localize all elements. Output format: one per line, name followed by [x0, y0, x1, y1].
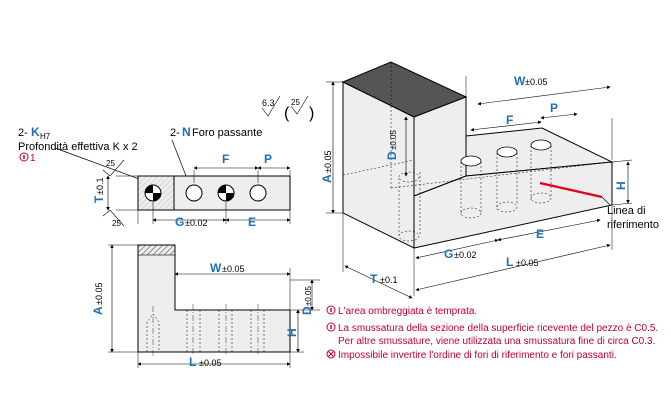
iso-dim-A-tolerance: ±0.05	[323, 151, 333, 173]
front-dim-H-label: H	[285, 328, 299, 337]
iso-dim-P-label: P	[550, 101, 558, 115]
dim-G-tolerance: ±0.02	[185, 218, 207, 228]
notes-list: L'area ombreggiata è temprata. La smussa…	[326, 305, 658, 361]
iso-dim-W-tolerance: ±0.05	[525, 77, 547, 87]
info-badge-icon	[19, 152, 29, 162]
iso-dim-H-label: H	[614, 181, 628, 190]
hole-tolerance: H7	[40, 132, 51, 141]
note-item: Per altre smussature, viene utilizzata u…	[338, 336, 655, 347]
dim-F-label: F	[222, 152, 229, 166]
iso-dim-F-label: F	[506, 113, 513, 127]
roughness-top-icon	[102, 159, 125, 177]
front-dim-L-tolerance: ±0.05	[199, 358, 221, 368]
iso-dim-L-tolerance: ±0.05	[516, 258, 538, 268]
finish-secondary: 25	[291, 98, 300, 107]
note-item: La smussatura della sezione della superf…	[338, 323, 658, 334]
quadrant-center-icon	[217, 184, 235, 202]
iso-dim-E-label: E	[536, 227, 544, 241]
front-dim-W-label: W	[210, 261, 222, 275]
iso-dim-G-label: G	[444, 247, 453, 261]
through-hole-1	[185, 184, 203, 202]
iso-dim-D-tolerance: ±0.05	[389, 129, 398, 150]
hole-count-prefix: 2-	[18, 127, 28, 139]
iso-dim-T-label: T	[370, 272, 378, 286]
roughness-top-value: 25	[106, 159, 115, 168]
quadrant-center-icon	[144, 184, 162, 202]
finish-close-paren: )	[309, 105, 314, 122]
iso-dim-A-label: A	[320, 174, 334, 183]
hole-note-number: 1	[30, 153, 36, 164]
roughness-bottom-value: 25	[112, 219, 121, 228]
front-view: A ±0.05 W ±0.05 D ±0.05 H L ±0.05	[91, 244, 320, 369]
surface-finish-symbol: 6.3 ( 25 )	[261, 95, 314, 122]
front-dim-W-tolerance: ±0.05	[222, 264, 244, 274]
info-badge-icon	[326, 322, 336, 332]
finish-open-paren: (	[284, 105, 290, 122]
dim-T-tolerance: ±0.1	[95, 178, 105, 195]
circle-x-icon	[326, 349, 336, 359]
note-item: L'area ombreggiata è temprata.	[338, 306, 477, 317]
front-dim-L-label: L	[189, 355, 196, 369]
info-badge-icon	[326, 305, 336, 315]
finish-primary: 6.3	[262, 98, 275, 108]
front-dim-A-label: A	[91, 306, 105, 315]
dim-E-label: E	[248, 215, 256, 229]
iso-dim-W-label: W	[514, 74, 526, 88]
through-symbol-N: N	[182, 125, 191, 139]
isometric-view: Linea di riferimento W ±0.05 P F D ±0.05…	[320, 61, 659, 299]
iso-dim-L-label: L	[506, 255, 513, 269]
through-hole-2	[249, 184, 267, 202]
reference-label-line2: riferimento	[607, 219, 659, 231]
through-count-prefix: 2-	[170, 127, 180, 139]
hole-depth-label: Profondità effettiva K x 2	[18, 141, 138, 153]
iso-dim-T-tolerance: ±0.1	[380, 275, 397, 285]
roughness-bottom-icon	[102, 209, 125, 227]
dim-G-label: G	[175, 215, 184, 229]
hole-symbol-K: K	[31, 125, 40, 139]
reference-label-line1: Linea di	[607, 205, 646, 217]
dim-T-label: T	[92, 195, 106, 203]
front-dim-A-tolerance: ±0.05	[94, 283, 104, 305]
through-hole-label: Foro passante	[192, 127, 262, 139]
top-view: 2- K H7 Profondità effettiva K x 2 1 2- …	[18, 125, 291, 229]
note-item: Impossibile invertire l'ordine di fori d…	[338, 350, 617, 361]
reference-line	[539, 181, 603, 199]
front-dim-D-label: D	[300, 306, 314, 315]
iso-dim-D-label: D	[385, 151, 399, 160]
front-dim-D-tolerance: ±0.05	[304, 285, 313, 306]
dim-P-label: P	[264, 152, 272, 166]
iso-dim-G-tolerance: ±0.02	[454, 250, 476, 260]
